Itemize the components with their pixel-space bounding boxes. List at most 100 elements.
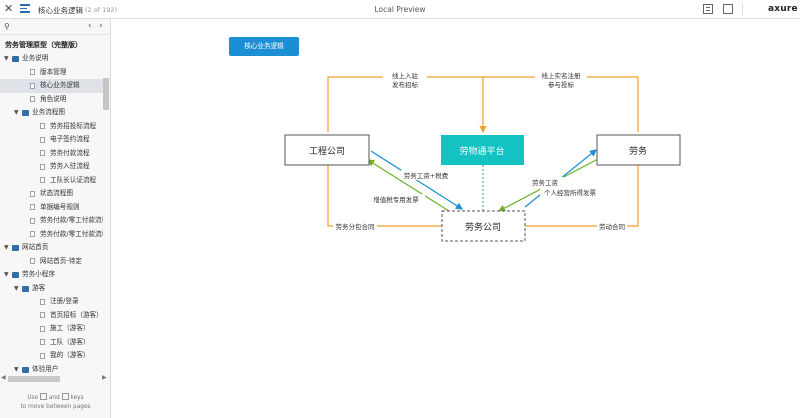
top-bar: ✕ 核心业务逻辑 (2 of 192) Local Preview axure <box>0 0 800 19</box>
chevron-down-icon[interactable]: ▼ <box>14 109 19 116</box>
hint-and: and <box>48 395 60 401</box>
tree-page[interactable]: 工队长认证流程 <box>0 174 103 188</box>
tree-page[interactable]: 劳务招投标流程 <box>0 120 103 134</box>
label-bg <box>540 187 600 197</box>
tree-page[interactable]: 工队（游客） <box>0 336 103 350</box>
tree-item-label: 我的（游客） <box>50 351 90 359</box>
search-icon[interactable]: ⚲ <box>4 22 10 31</box>
tree-page[interactable]: 劳务付款/零工付款流程 <box>0 214 103 228</box>
tree-item-label: 网站首页-待定 <box>40 256 82 265</box>
tree-item-label: 状态流程图 <box>40 189 73 197</box>
pages-list-icon[interactable] <box>20 4 30 14</box>
label-subcontract: 劳务分包合同 <box>336 222 375 231</box>
page-icon <box>40 298 45 305</box>
tree-item-label: 劳务付款/零工付款流程 <box>40 216 103 224</box>
page-icon <box>30 69 35 75</box>
sidebar: ⚲ ‹ › 劳务管理原型（完整版） ▼ 业务说明版本管理核心业务逻辑角色说明 ▼ 业务… <box>0 19 111 418</box>
tree-page[interactable]: 版本管理 <box>0 66 103 80</box>
tree-item-label: 工队长认证流程 <box>50 175 97 184</box>
page-icon <box>40 177 45 183</box>
tree-folder[interactable]: ▼ 劳务小程序 <box>0 268 103 282</box>
node-labor-box <box>596 134 681 166</box>
page-count: (2 of 192) <box>85 5 118 14</box>
tree-page[interactable]: 我的（游客） <box>0 349 103 363</box>
folder-icon <box>22 110 29 116</box>
toolbar-divider <box>742 3 743 16</box>
tree-page[interactable]: 劳务付款流程 <box>0 147 103 161</box>
tree-page[interactable]: 首页招标（游客） <box>0 309 103 323</box>
tree-item-label: 业务流程图 <box>32 108 65 116</box>
page-icon <box>40 150 45 156</box>
tree-folder[interactable]: ▼ 业务说明 <box>0 52 103 66</box>
tree-page[interactable]: 角色说明 <box>0 93 103 107</box>
folder-icon <box>12 272 19 278</box>
tree-page[interactable]: 电子签约流程 <box>0 133 103 147</box>
page-tree: ▼业务说明版本管理核心业务逻辑角色说明▼业务流程图劳务招投标流程电子签约流程劳务… <box>0 36 103 392</box>
page-icon <box>30 82 35 89</box>
chevron-down-icon[interactable]: ▼ <box>14 365 19 373</box>
chevron-down-icon[interactable]: ▼ <box>4 271 9 278</box>
next-page-icon[interactable]: › <box>99 21 103 31</box>
tree-page[interactable]: 状态流程图 <box>0 187 103 201</box>
tree-page[interactable]: 劳务入驻流程 <box>0 160 103 174</box>
tree-item-label: 劳务招投标流程 <box>50 121 97 130</box>
node-labor: 劳务 <box>629 145 647 157</box>
tree-page[interactable]: 劳务付款/零工付款流程 <box>0 228 103 242</box>
page-icon <box>40 163 45 170</box>
notes-icon[interactable] <box>703 4 713 14</box>
current-page-name: 核心业务逻辑 <box>38 6 83 15</box>
chevron-down-icon[interactable]: ▼ <box>4 244 9 251</box>
tree-item-label: 游客 <box>32 283 46 292</box>
tree-page[interactable]: 施工（游客） <box>0 322 103 336</box>
tree-item-label: 劳务付款/零工付款流程 <box>40 229 103 238</box>
label-online-entry-1: 线上入驻 <box>392 71 419 80</box>
edge-labor-to-laborco <box>525 165 639 227</box>
tree-folder[interactable]: ▼网站首页 <box>0 241 103 255</box>
page-icon <box>40 352 45 359</box>
folder-icon <box>22 285 29 292</box>
scroll-left-icon[interactable]: ◀ <box>1 374 6 381</box>
scroll-right-icon[interactable]: ▶ <box>102 374 107 381</box>
tree-folder[interactable]: ▼ 业务流程图 <box>0 106 103 120</box>
label-bg <box>333 221 377 231</box>
tree-page[interactable]: 网站首页-待定 <box>0 255 103 269</box>
page-icon <box>30 231 35 237</box>
tree-item-label: 业务说明 <box>22 54 49 62</box>
label-wage-tax: 劳务工资+税费 <box>404 171 449 180</box>
node-engineering-company-box <box>284 134 370 166</box>
chevron-down-icon[interactable]: ▼ <box>4 55 9 62</box>
previous-page-icon[interactable]: ‹ <box>88 21 92 31</box>
project-title: 劳务管理原型（完整版） <box>5 41 82 49</box>
close-icon[interactable]: ✕ <box>4 2 14 15</box>
inspect-icon[interactable] <box>723 4 733 14</box>
hint-keys: keys <box>70 395 84 401</box>
axure-logo: axure <box>768 4 798 14</box>
tree-folder[interactable]: ▼ 游客 <box>0 282 103 296</box>
tree-item-label: 首页招标（游客） <box>50 310 103 319</box>
node-platform: 劳物通平台 <box>459 145 504 157</box>
edge-vat-invoice-arrow <box>366 159 450 212</box>
tree-page[interactable]: 单据编号规则 <box>0 201 103 215</box>
folder-icon <box>12 245 19 251</box>
page-icon <box>30 96 35 102</box>
tree-page[interactable]: 注册/登录 <box>0 295 103 309</box>
page-title-button[interactable]: 核心业务逻辑 <box>229 37 299 56</box>
tree-item-label: 施工（游客） <box>50 324 90 332</box>
tree-item-label: 核心业务逻辑 <box>40 81 80 89</box>
chevron-down-icon[interactable]: ▼ <box>14 284 19 292</box>
tree-item-label: 劳务小程序 <box>22 270 55 278</box>
page-icon <box>40 312 45 318</box>
node-labor-company-box <box>441 210 526 242</box>
hint-use: Use <box>27 395 39 401</box>
tree-page[interactable]: 核心业务逻辑 <box>0 79 103 93</box>
page-icon <box>30 258 35 264</box>
tree-item-label: 体验用户 <box>32 364 59 373</box>
tree-item-label: 工队（游客） <box>50 337 90 346</box>
tree-horizontal-scrollbar[interactable] <box>8 376 60 382</box>
label-personal-invoice: 个人经营所得发票 <box>544 188 597 197</box>
tree-folder[interactable]: ▼ 体验用户 <box>0 363 103 377</box>
node-labor-company: 劳务公司 <box>465 221 501 233</box>
tree-vertical-scrollbar[interactable] <box>103 78 109 110</box>
label-bg <box>383 69 427 89</box>
folder-icon <box>12 56 19 62</box>
